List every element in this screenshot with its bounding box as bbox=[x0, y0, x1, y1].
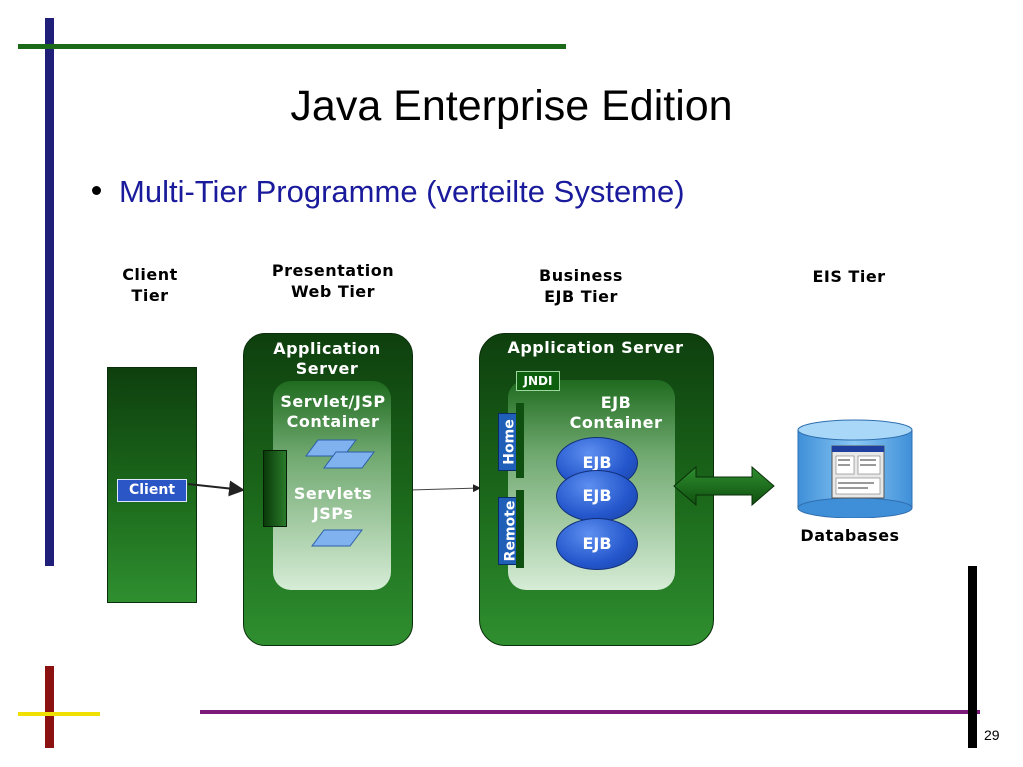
database-icon bbox=[797, 419, 913, 518]
servlet-shapes bbox=[305, 439, 375, 547]
bottom-purple-bar bbox=[200, 710, 980, 714]
servlets-jsps-label: Servlets JSPs bbox=[293, 484, 373, 523]
bullet-icon bbox=[92, 186, 101, 196]
jndi-label: JNDI bbox=[516, 371, 560, 391]
page-number: 29 bbox=[984, 727, 1000, 743]
ejb-server-label: Application Server bbox=[507, 338, 684, 357]
servlet-jsp-container bbox=[273, 381, 391, 590]
databases-label: Databases bbox=[800, 526, 900, 545]
client-tier-label: Client Tier bbox=[122, 265, 178, 305]
servlet-container-label: Servlet/JSP Container bbox=[280, 392, 386, 431]
client-to-web-arrow bbox=[187, 480, 245, 497]
top-vertical-bar bbox=[45, 18, 54, 566]
servlet-shape-2 bbox=[323, 451, 375, 469]
bottom-yellow-bar bbox=[18, 712, 100, 716]
jsp-shape bbox=[311, 529, 363, 547]
top-horizontal-bar bbox=[18, 44, 566, 49]
bullet-text: Multi-Tier Programme (verteilte Systeme) bbox=[119, 174, 685, 209]
eis-tier-label: EIS Tier bbox=[812, 267, 886, 286]
ejb-bean-2: EJB bbox=[556, 470, 638, 522]
bullet-item: Multi-Tier Programme (verteilte Systeme) bbox=[92, 174, 685, 210]
ejb-db-double-arrow bbox=[673, 465, 775, 507]
slide-title: Java Enterprise Edition bbox=[290, 82, 733, 130]
home-tab-connector bbox=[516, 403, 524, 478]
ejb-bean-3: EJB bbox=[556, 518, 638, 570]
client-box[interactable]: Client bbox=[117, 479, 187, 502]
right-black-vertical-bar bbox=[968, 566, 977, 748]
bottom-red-vertical-bar bbox=[45, 666, 54, 748]
web-to-ejb-arrow bbox=[409, 484, 481, 493]
remote-tab-connector bbox=[516, 490, 524, 568]
web-server-label: Application Server bbox=[273, 339, 381, 378]
presentation-tier-label: Presentation Web Tier bbox=[271, 261, 395, 301]
ejb-container-label: EJB Container bbox=[569, 393, 663, 432]
web-connector-tab bbox=[263, 450, 287, 527]
business-tier-label: Business EJB Tier bbox=[539, 266, 623, 306]
database-window-icon bbox=[831, 445, 885, 499]
